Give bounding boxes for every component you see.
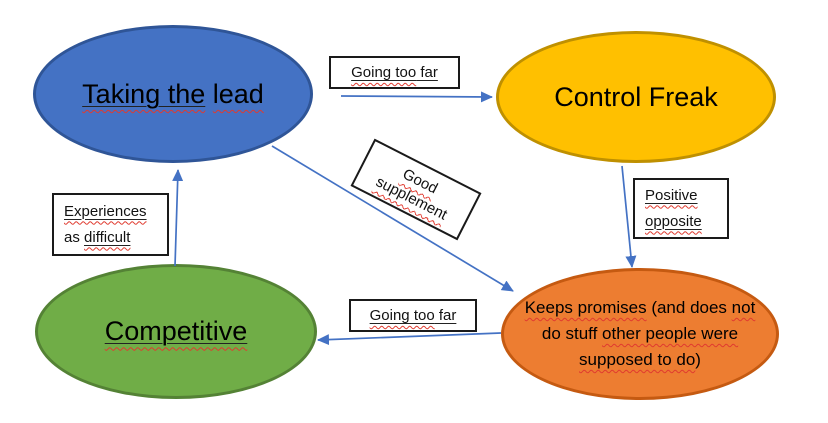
arrow-control-freak-to-keeps — [621, 165, 637, 268]
label-segment: supposed to do — [579, 350, 696, 369]
label-segment: Going too — [351, 64, 417, 81]
label-segment: Experiences — [64, 203, 147, 220]
arrow-keeps-to-competitive — [317, 332, 502, 346]
label-segment: Going too far — [351, 64, 438, 81]
node-taking-the-lead-label: Taking the lead — [82, 78, 264, 110]
label-segment: Going too — [369, 307, 435, 324]
node-control-freak-label: Control Freak — [554, 81, 718, 112]
node-keeps-promises: Keeps promises (and does not do stuff ot… — [501, 268, 779, 400]
arrow-lead-to-control-freak — [340, 91, 493, 103]
node-keeps-promises-line1: Keeps promises (and does not — [525, 295, 756, 321]
label-segment — [205, 79, 213, 109]
node-keeps-promises-line3: supposed to do) — [579, 347, 701, 373]
label-segment: Competitive — [104, 316, 248, 347]
edge-label-going-too-far-bottom: Going too far — [349, 299, 477, 332]
label-segment: opposite — [645, 212, 702, 230]
label-segment: Positive — [645, 187, 698, 204]
label-segment: not — [731, 298, 756, 317]
label-segment: other people were — [602, 324, 739, 343]
edge-label-line: Experiences — [64, 199, 167, 225]
label-segment: do stuff — [541, 324, 603, 343]
label-segment: Taking the — [82, 79, 205, 109]
edge-label-text: Going too far — [351, 64, 438, 81]
label-segment: Competitive — [105, 316, 248, 346]
label-segment: Experiences — [64, 202, 147, 220]
label-segment: as — [64, 228, 85, 246]
edge-label-experiences-as-difficult: Experiences as difficult — [52, 193, 169, 256]
arrow-competitive-to-lead — [172, 169, 184, 267]
label-segment: lead — [212, 78, 264, 109]
label-segment: Keeps promises — [524, 298, 647, 317]
edge-label-going-too-far-top: Going too far — [329, 56, 460, 89]
label-segment: difficult — [84, 228, 131, 246]
edge-label-line: Positive — [645, 183, 727, 209]
node-competitive-label: Competitive — [105, 315, 248, 347]
edge-label-good-supplement: Good supplement — [350, 138, 482, 241]
edge-label-line: opposite — [645, 209, 727, 235]
label-segment: Taking the — [82, 78, 206, 109]
node-competitive: Competitive — [35, 264, 317, 399]
edge-label-line: as difficult — [64, 225, 167, 251]
node-control-freak: Control Freak — [496, 31, 776, 163]
label-segment: (and does — [646, 298, 732, 317]
label-segment: opposite — [645, 213, 702, 230]
label-segment: ) — [695, 350, 701, 369]
node-taking-the-lead: Taking the lead — [33, 25, 313, 163]
label-segment: Going too far — [370, 307, 457, 324]
label-segment: Positive — [645, 186, 698, 204]
label-segment: far — [416, 64, 438, 81]
edge-label-text: Going too far — [370, 307, 457, 324]
node-keeps-promises-line2: do stuff other people were — [542, 321, 738, 347]
label-segment: far — [434, 307, 457, 324]
label-segment: difficult — [84, 229, 130, 246]
edge-label-positive-opposite: Positive opposite — [633, 178, 729, 239]
